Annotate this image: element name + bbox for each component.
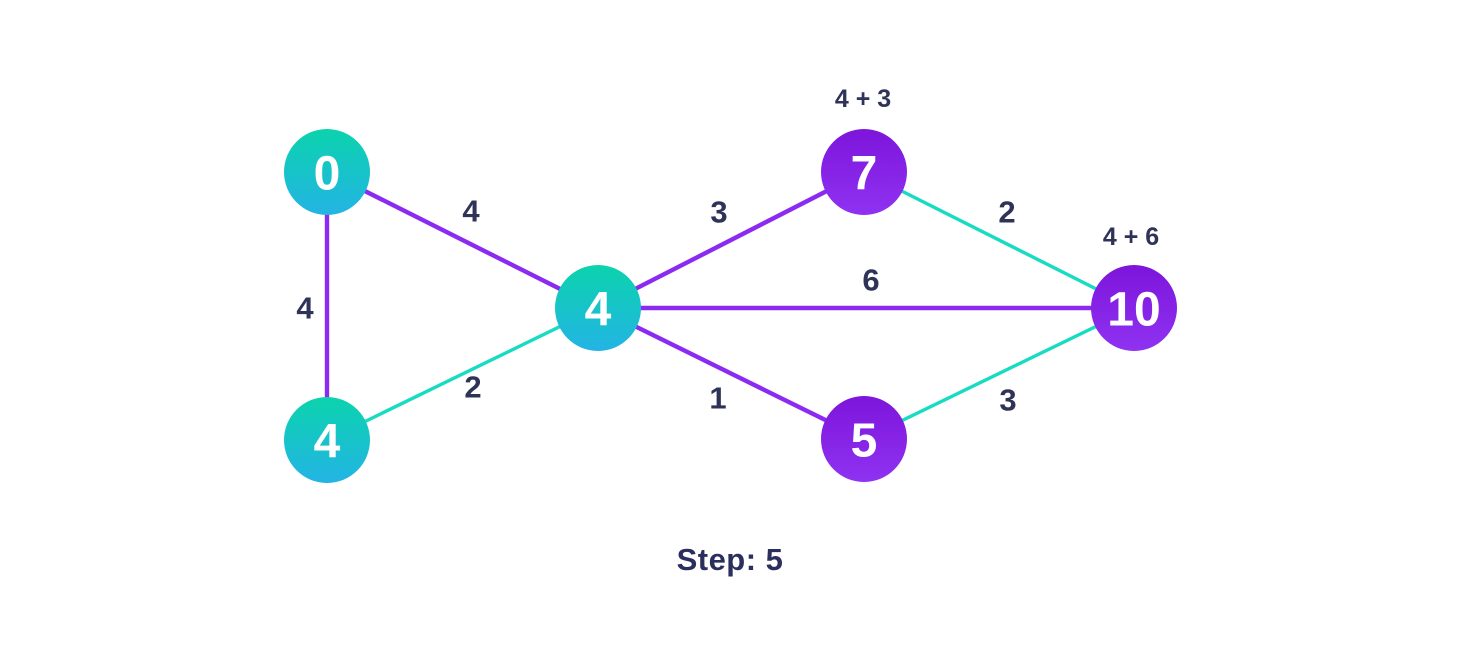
edge-weight-label-n7-n10: 2 xyxy=(998,195,1015,230)
node-annotation-n10: 4 + 6 xyxy=(1103,223,1159,251)
edge-line-n4a-n4b xyxy=(326,306,599,442)
edge-weight-label-n4b-n10: 6 xyxy=(862,263,879,298)
edge-line-n0-n4b xyxy=(326,170,599,310)
edge-line-n4b-n7 xyxy=(596,170,866,310)
node-value-n4a: 4 xyxy=(314,416,341,469)
edge-weight-label-n0-n4a: 4 xyxy=(296,291,314,326)
edge-weight-label-n4b-n7: 3 xyxy=(710,195,727,230)
node-value-n10: 10 xyxy=(1107,284,1160,337)
graph-node-n7 xyxy=(821,129,907,215)
edge-line-n5-n10 xyxy=(863,306,1135,441)
edge-weight-label-n4a-n4b: 2 xyxy=(464,370,481,405)
node-annotation-n7: 4 + 3 xyxy=(835,85,891,113)
node-value-n7: 7 xyxy=(851,148,878,201)
graph-node-n4b xyxy=(555,265,641,351)
edge-weight-label-n0-n4b: 4 xyxy=(462,194,480,229)
node-value-n5: 5 xyxy=(851,415,878,468)
edge-weight-label-n4b-n5: 1 xyxy=(709,381,726,416)
edge-weight-label-n5-n10: 3 xyxy=(999,383,1016,418)
graph-node-n4a xyxy=(284,397,370,483)
node-value-n4b: 4 xyxy=(585,284,612,337)
step-label: Step: 5 xyxy=(676,542,784,577)
graph-node-n0 xyxy=(284,129,370,215)
edge-line-n7-n10 xyxy=(863,170,1135,310)
node-value-n0: 0 xyxy=(314,148,341,201)
graph-node-n10 xyxy=(1091,265,1177,351)
graph-node-n5 xyxy=(821,396,907,482)
edge-line-n4b-n5 xyxy=(597,306,865,441)
